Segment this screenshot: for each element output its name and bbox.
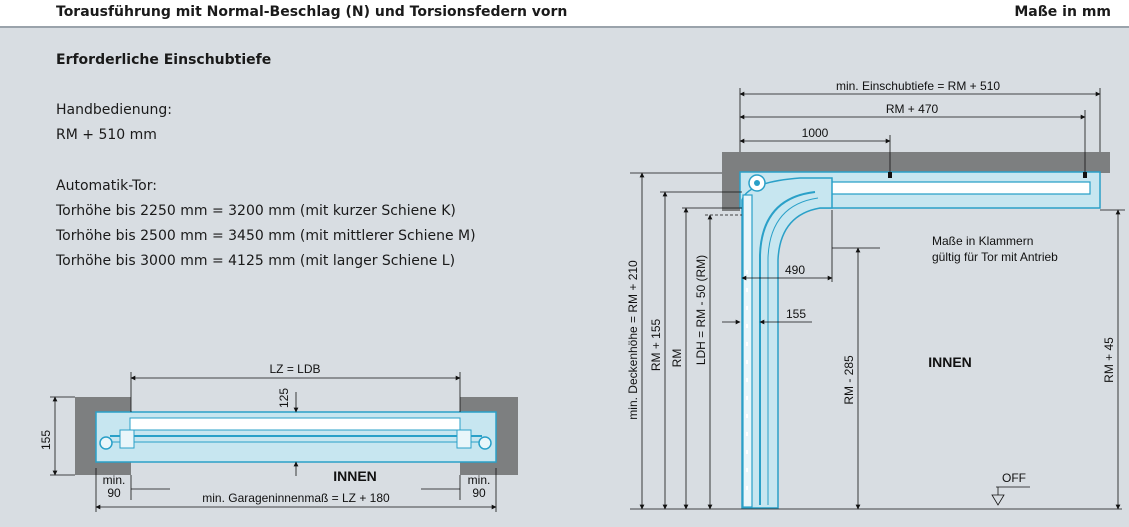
section-rm-label: RM (670, 349, 684, 368)
off-level-marker (991, 494, 1005, 506)
plan-min-right-value: 90 (472, 486, 486, 500)
header-bar: Torausführung mit Normal-Beschlag (N) un… (0, 0, 1129, 28)
section-note-line2: gültig für Tor mit Antrieb (932, 250, 1058, 264)
plan-min-right-label: min. (468, 473, 491, 487)
auto-label: Automatik-Tor: (56, 178, 157, 194)
plan-garage-label: min. Garageninnenmaß = LZ + 180 (202, 491, 390, 505)
section-dim-490: 490 (785, 263, 805, 277)
section-off-label: OFF (1002, 471, 1026, 485)
section-rm155-label: RM + 155 (649, 318, 663, 371)
section-dim-155: 155 (786, 307, 806, 321)
section-dim-1000: 1000 (802, 126, 829, 140)
section-curve-track (741, 177, 833, 509)
section-rm285-label: RM - 285 (842, 355, 856, 405)
plan-min-left-value: 90 (107, 486, 121, 500)
section-door-leaf (742, 194, 753, 508)
plan-inside-label: INNEN (333, 468, 377, 484)
manual-label: Handbedienung: (56, 102, 172, 118)
plan-min-left-label: min. (103, 473, 126, 487)
page-title: Torausführung mit Normal-Beschlag (N) un… (56, 4, 568, 20)
plan-dim-125: 125 (277, 388, 291, 408)
section-rm45-label: RM + 45 (1102, 337, 1116, 383)
section-einschub-label: min. Einschubtiefe = RM + 510 (836, 79, 1000, 93)
section-inside-label: INNEN (928, 354, 972, 370)
auto-line-1: Torhöhe bis 2250 mm = 3200 mm (mit kurze… (56, 203, 456, 219)
plan-dim-155: 155 (39, 430, 53, 450)
section-note-line1: Maße in Klammern (932, 234, 1033, 248)
section-rm470-label: RM + 470 (886, 102, 939, 116)
plan-lz-label: LZ = LDB (269, 362, 320, 376)
section-ceiling (722, 152, 1110, 173)
section-title: Erforderliche Einschubtiefe (56, 52, 272, 68)
auto-line-3: Torhöhe bis 3000 mm = 4125 mm (mit lange… (56, 253, 456, 269)
auto-line-2: Torhöhe bis 2500 mm = 3450 mm (mit mittl… (56, 228, 476, 244)
manual-value: RM + 510 mm (56, 127, 157, 143)
plan-roller-right (478, 436, 492, 450)
section-deckenhoehe-label: min. Deckenhöhe = RM + 210 (626, 260, 640, 420)
section-ldh-label: LDH = RM - 50 (RM) (694, 255, 708, 365)
plan-roller-left (99, 436, 113, 450)
unit-note: Maße in mm (1014, 4, 1111, 20)
